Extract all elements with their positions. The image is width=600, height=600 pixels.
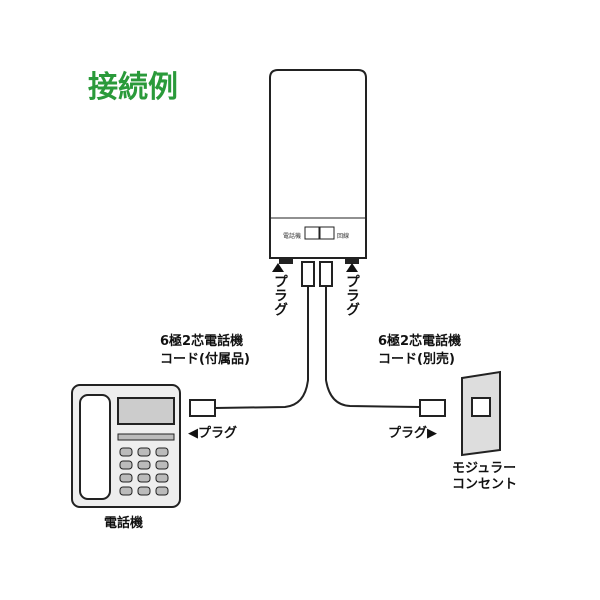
phone-label: 電話機 (104, 516, 144, 531)
outlet-label-1: モジュラー (452, 461, 517, 476)
port-label-phone: 電話機 (283, 233, 302, 240)
page-title: 接続例 (88, 70, 178, 105)
outlet-label-2: コンセント (452, 477, 518, 492)
plug-label-wall: プラグ▶ (388, 426, 437, 441)
telephone (71, 384, 181, 508)
plug-label-right: プラグ (344, 274, 360, 316)
port-label-line: 回線 (337, 233, 350, 240)
router-device (269, 69, 367, 264)
plug-label-left: プラグ (272, 274, 288, 316)
modular-outlet (461, 370, 501, 457)
cord-left-label-1: 6極2芯電話機 (160, 334, 244, 349)
cords (189, 261, 446, 417)
cord-right-label-2: コード(別売) (378, 352, 455, 367)
cord-right-label-1: 6極2芯電話機 (378, 334, 462, 349)
plug-label-phone: ◀プラグ (188, 426, 237, 441)
cord-left-label-2: コード(付属品) (160, 352, 250, 367)
arrows (272, 263, 358, 272)
